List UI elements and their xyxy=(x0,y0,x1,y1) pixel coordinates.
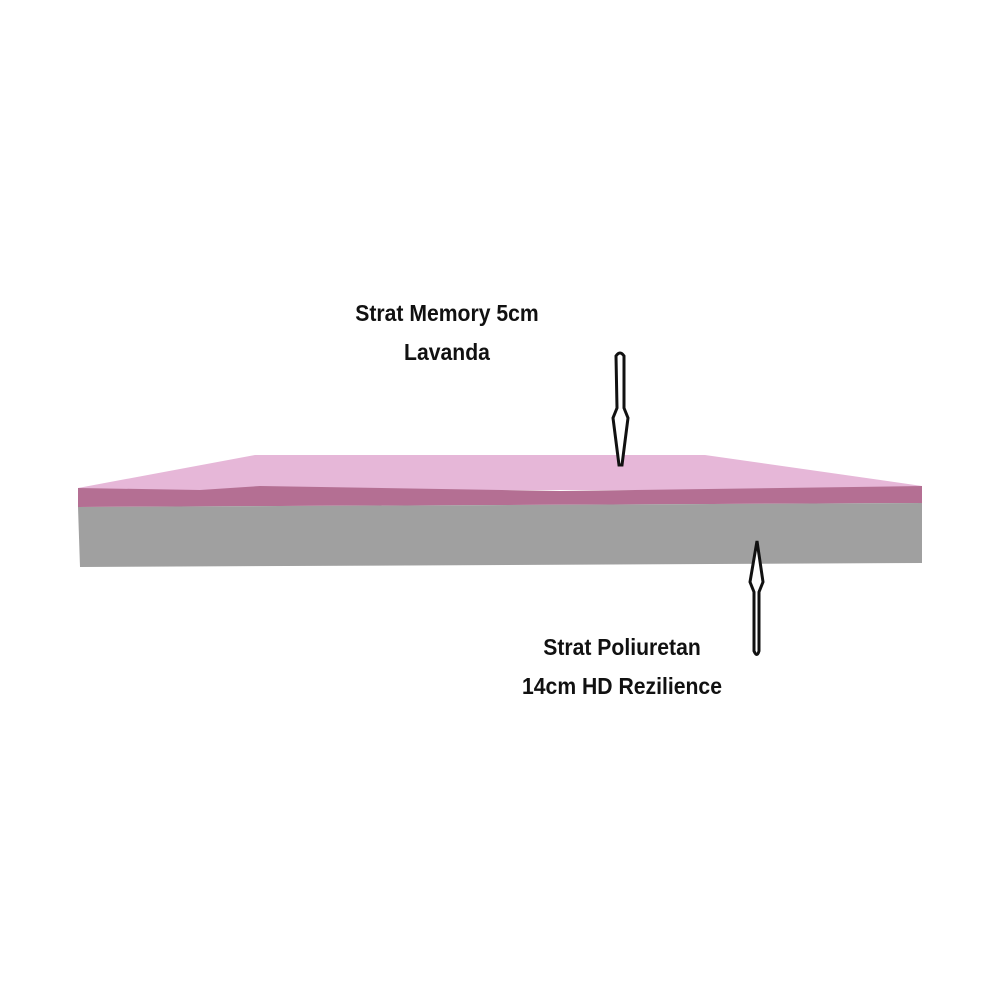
memory-layer-label: Strat Memory 5cm Lavanda xyxy=(309,294,585,372)
memory-layer-front-edge xyxy=(78,486,922,507)
polyurethane-layer-label-line2: 14cm HD Rezilience xyxy=(522,673,722,699)
memory-layer-top-face xyxy=(78,455,922,490)
polyurethane-layer xyxy=(78,503,922,567)
memory-layer-label-line2: Lavanda xyxy=(404,339,490,365)
polyurethane-layer-label: Strat Poliuretan 14cm HD Rezilience xyxy=(484,628,760,706)
memory-layer-label-line1: Strat Memory 5cm xyxy=(355,300,539,326)
down-arrow-icon xyxy=(611,351,630,467)
polyurethane-layer-label-line1: Strat Poliuretan xyxy=(543,634,701,660)
up-arrow-icon xyxy=(748,540,765,656)
